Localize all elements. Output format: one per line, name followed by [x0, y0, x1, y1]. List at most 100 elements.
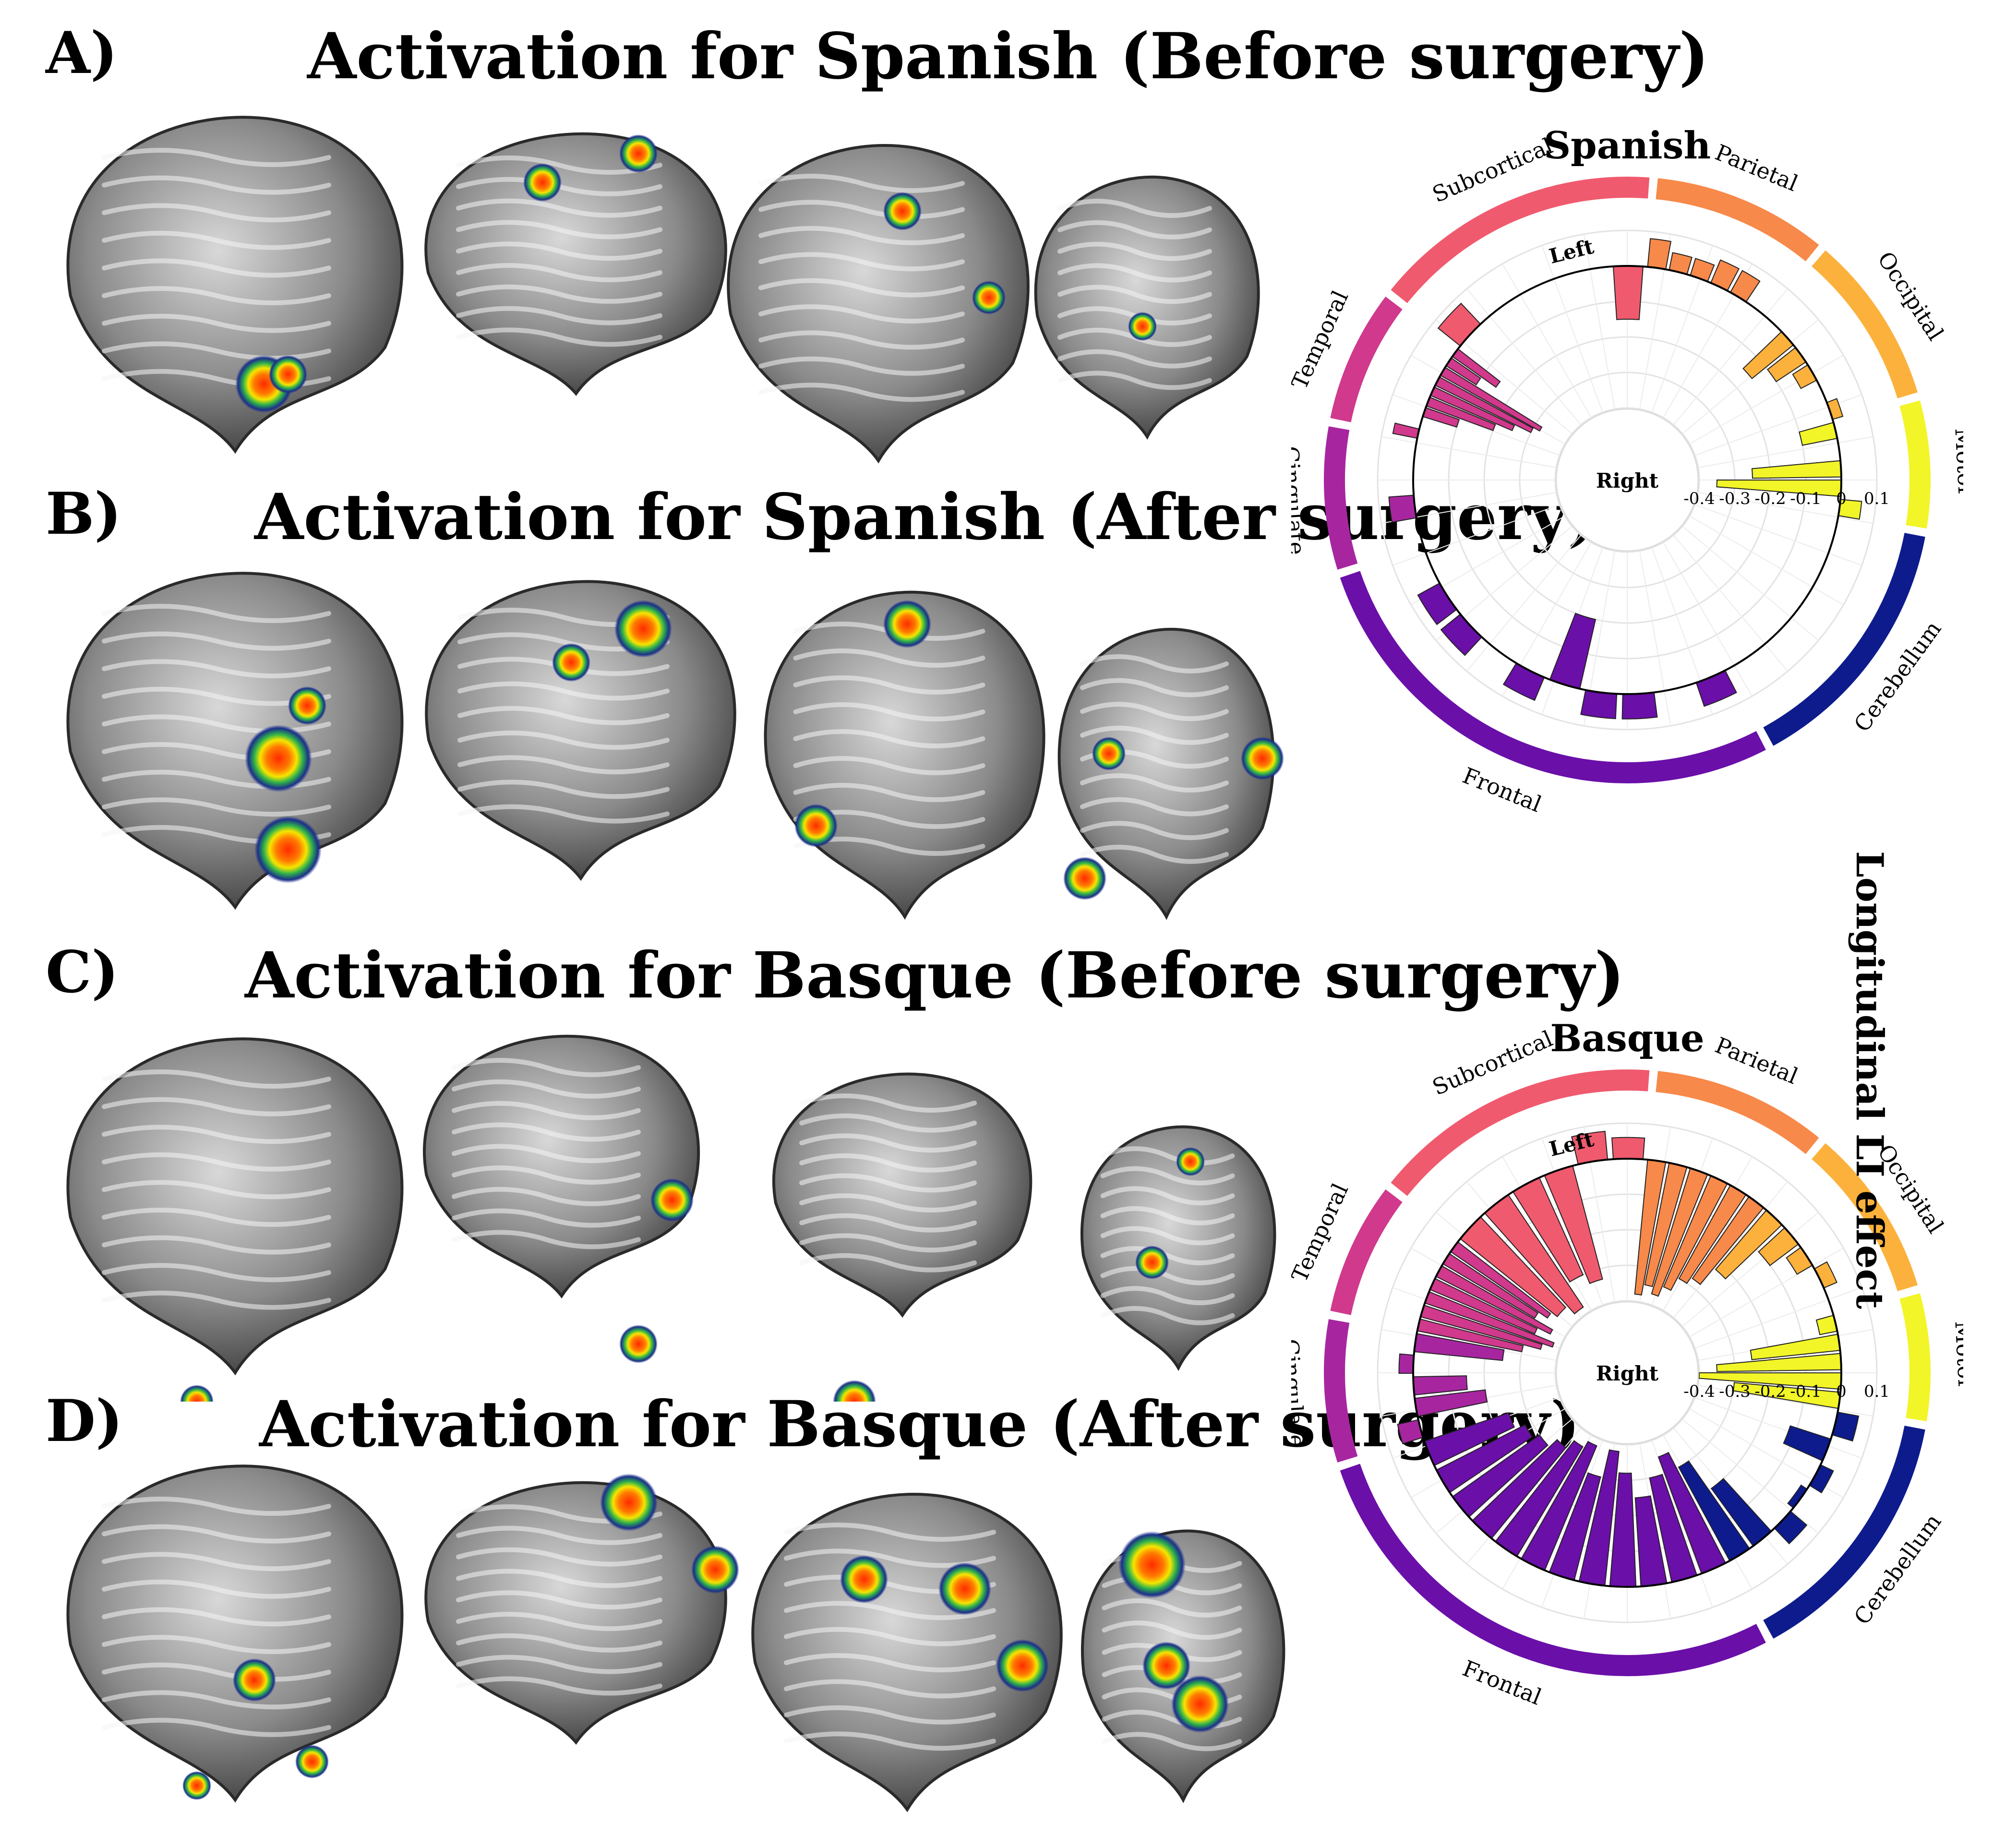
brain-gyrus-line	[784, 1523, 996, 1542]
brain-gyrus-line	[456, 220, 662, 240]
brain-gyrus-line	[1100, 1186, 1235, 1206]
brain-gyrus-line	[456, 263, 662, 282]
brain-gyrus-line	[456, 306, 662, 325]
brain-gyrus-line	[793, 702, 985, 721]
activation-blob	[840, 1555, 888, 1603]
brain-slices-c-illustration	[66, 1034, 1276, 1402]
brain-gyrus-line	[102, 258, 331, 278]
brain-gyrus-line	[784, 1679, 996, 1699]
group-arc	[1812, 250, 1918, 399]
brain-gyrus-line	[102, 1235, 331, 1255]
activation-blob	[523, 163, 562, 202]
brain-slices-a-illustration	[66, 116, 1260, 464]
grid-spoke	[1393, 504, 1560, 566]
brain-gyrus-line	[457, 780, 670, 799]
brain-gyrus-line	[456, 1525, 662, 1545]
chart-bar	[1786, 1247, 1813, 1275]
activation-blob	[1142, 1642, 1190, 1690]
chart-bar	[1549, 612, 1597, 690]
grid-spoke	[1673, 535, 1789, 672]
group-label: Motor	[1950, 427, 1963, 497]
group-arc	[1656, 1071, 1819, 1154]
brain-gyrus-line	[799, 1113, 977, 1133]
chart-bar	[1611, 1137, 1645, 1160]
grid-spoke	[1698, 492, 1873, 524]
grid-spoke	[1502, 264, 1592, 418]
panel-b-letter: B)	[46, 480, 122, 548]
brain-gyrus-line	[799, 1233, 977, 1253]
activation-blob	[233, 1658, 276, 1702]
brain-gyrus-line	[456, 284, 662, 304]
brain-gyrus-line	[758, 226, 965, 245]
brain-gyrus-line	[1102, 1620, 1242, 1640]
brain-slice	[66, 1037, 404, 1376]
activation-blob	[1092, 737, 1126, 770]
brain-gyrus-line	[1080, 702, 1229, 721]
grid-spoke	[1639, 551, 1671, 726]
activation-blob	[1171, 1675, 1229, 1733]
brain-slice	[424, 132, 727, 396]
chart-bar	[1647, 238, 1672, 270]
brain-gyrus-line	[1080, 654, 1229, 673]
brain-gyrus-line	[452, 1101, 641, 1120]
brain-gyrus-line	[1100, 1286, 1235, 1306]
brain-slice	[423, 1034, 700, 1299]
tick-label: -0.1	[1790, 1382, 1822, 1401]
brain-gyrus-line	[456, 1590, 662, 1610]
label-right: Right	[1596, 1362, 1659, 1385]
brain-gyrus-line	[102, 286, 331, 305]
zero-ring	[1412, 265, 1842, 695]
activation-blob	[600, 1474, 658, 1531]
chart-bar	[1787, 1484, 1808, 1509]
group-label: Cerebellum	[1849, 1509, 1946, 1630]
grid-spoke	[1682, 526, 1819, 641]
brain-gyrus-line	[102, 1524, 331, 1544]
brain-gyrus-line	[102, 1635, 331, 1654]
brain-gyrus-line	[102, 1662, 331, 1682]
brain-gyrus-line	[456, 327, 662, 347]
chart-bar	[1502, 662, 1545, 701]
tick-label: -0.1	[1790, 489, 1822, 508]
group-label: Cerebellum	[1849, 616, 1946, 737]
activation-blob	[1241, 737, 1284, 780]
chart-bar	[1440, 613, 1483, 656]
panel-d-letter: D)	[46, 1387, 123, 1455]
grid-spoke	[1466, 535, 1582, 672]
group-arc	[1656, 178, 1819, 262]
brain-gyrus-line	[758, 278, 965, 298]
group-label: Motor	[1950, 1320, 1963, 1390]
brain-gyrus-line	[799, 1093, 977, 1113]
brain-gyrus-line	[799, 1213, 977, 1233]
brain-gyrus-line	[1057, 371, 1212, 390]
activation-blob	[1176, 1147, 1205, 1176]
brain-row-d	[38, 1445, 1296, 1838]
activation-blob	[794, 804, 838, 847]
brain-gyrus-line	[456, 156, 662, 175]
activation-blob	[269, 355, 307, 394]
grid-spoke	[1694, 504, 1862, 566]
side-label: Longitudinal LI effect	[1848, 851, 1891, 1309]
activation-blob	[938, 1562, 991, 1615]
brain-slice	[66, 1464, 404, 1803]
group-arc	[1340, 1464, 1766, 1676]
grid-spoke	[1689, 1248, 1844, 1337]
grid-spoke	[1694, 1287, 1862, 1349]
chart-bar	[1413, 1375, 1468, 1396]
activation-blob	[691, 1546, 739, 1594]
brain-gyrus-line	[1102, 1732, 1242, 1752]
brain-gyrus-line	[102, 1069, 331, 1089]
grid-spoke	[1541, 245, 1603, 413]
grid-spoke	[1698, 436, 1873, 468]
group-label: Cingulate	[1291, 445, 1310, 555]
brain-gyrus-line	[784, 1601, 996, 1620]
activation-blob	[883, 600, 931, 648]
brain-gyrus-line	[102, 313, 331, 333]
group-label: Parietal	[1712, 139, 1802, 196]
brain-row-b	[38, 552, 1296, 946]
tick-label: -0.3	[1719, 489, 1751, 508]
brain-gyrus-line	[456, 1633, 662, 1653]
brain-gyrus-line	[102, 631, 331, 651]
brain-slices-b-illustration	[66, 572, 1284, 920]
brain-row-a	[38, 96, 1296, 490]
